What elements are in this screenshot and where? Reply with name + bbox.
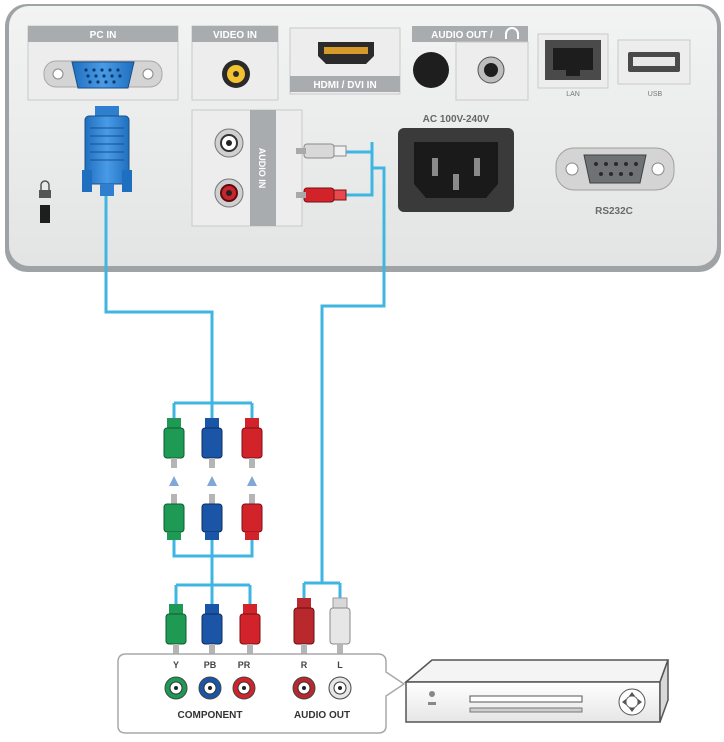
audio-r-jack xyxy=(292,676,316,700)
lock-slot xyxy=(39,180,51,223)
arrow-up-icon xyxy=(169,476,179,486)
component-to-device-bus xyxy=(174,583,252,604)
audio-l-jack xyxy=(328,676,352,700)
red-plug-device xyxy=(239,604,261,654)
connection-arrows xyxy=(169,476,257,486)
usb-port: USB xyxy=(617,39,691,98)
blue-plug-device xyxy=(201,604,223,654)
usb-label: USB xyxy=(648,91,663,98)
green-plug-device xyxy=(165,604,187,654)
headphone-icon xyxy=(505,27,519,39)
blue-plug-lower xyxy=(201,494,223,540)
audio-plug-white-device xyxy=(329,597,351,654)
green-plug-upper xyxy=(163,418,185,468)
pc-in-label: PC IN xyxy=(90,30,117,41)
green-plug-lower xyxy=(163,494,185,540)
audio-cable xyxy=(302,142,386,598)
audio-plug-red-device xyxy=(293,598,315,654)
vga-plug xyxy=(82,106,132,196)
component-lower-bus xyxy=(172,540,254,585)
lock-icon xyxy=(40,180,50,190)
component-plugs-lower xyxy=(163,494,263,540)
red-plug-lower xyxy=(241,494,263,540)
lan-port: LAN xyxy=(537,33,609,98)
hdmi-dvi-in-port: HDMI / DVI IN xyxy=(289,27,401,95)
audio-in-plug-red xyxy=(296,187,347,203)
l-label: L xyxy=(337,660,343,670)
blue-plug-upper xyxy=(201,418,223,468)
y-jack xyxy=(164,676,188,700)
video-in-label: VIDEO IN xyxy=(213,30,257,41)
source-device-panel: Y PB PR R L COMPONENT xyxy=(117,653,406,734)
pb-label: PB xyxy=(204,660,217,670)
rs232c-label: RS232C xyxy=(595,206,633,217)
audio-out-label: AUDIO OUT / xyxy=(431,30,493,41)
audio-in-plug-white xyxy=(296,143,347,159)
arrow-up-icon xyxy=(207,476,217,486)
audio-in-label: AUDIO IN xyxy=(257,148,267,189)
component-plugs-upper xyxy=(163,418,263,468)
y-label: Y xyxy=(173,660,179,670)
power-icon xyxy=(429,691,435,697)
arrow-up-icon xyxy=(247,476,257,486)
audio-out-port: AUDIO OUT / xyxy=(412,26,529,101)
r-label: R xyxy=(301,660,308,670)
pr-jack xyxy=(232,676,256,700)
ac-power-inlet: AC 100V-240V xyxy=(398,114,514,212)
pr-label: PR xyxy=(238,660,251,670)
cables xyxy=(104,142,386,604)
pb-jack xyxy=(198,676,222,700)
audio-in-port: AUDIO IN xyxy=(191,109,303,227)
pc-in-port: PC IN xyxy=(27,25,179,101)
component-upper-bus xyxy=(172,401,254,418)
component-label: COMPONENT xyxy=(178,710,243,721)
red-plug-upper xyxy=(241,418,263,468)
projector-rear-panel: PC IN VIDEO IN HDMI / DV xyxy=(5,4,721,272)
rs232c-port: RS232C xyxy=(555,147,675,217)
hdmi-dvi-in-label: HDMI / DVI IN xyxy=(313,80,376,91)
video-cable xyxy=(104,196,214,403)
ac-label: AC 100V-240V xyxy=(423,114,490,125)
audio-out-device-label: AUDIO OUT xyxy=(294,710,350,721)
lan-label: LAN xyxy=(566,91,580,98)
video-in-port: VIDEO IN xyxy=(191,25,279,101)
device-plugs xyxy=(165,597,351,654)
dvd-player xyxy=(403,659,670,723)
